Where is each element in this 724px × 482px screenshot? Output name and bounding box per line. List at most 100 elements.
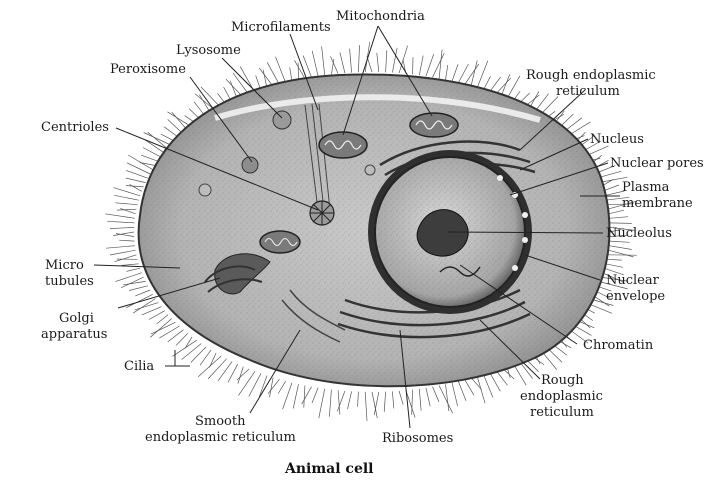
label-rough-er-bottom-1: Rough xyxy=(541,373,584,388)
cilium xyxy=(199,349,212,366)
cilium xyxy=(330,56,339,74)
cilium xyxy=(457,63,469,84)
cilium xyxy=(482,373,494,398)
cilium xyxy=(114,254,137,263)
cilium xyxy=(376,52,380,73)
label-plasma-membrane-2: membrane xyxy=(622,196,693,211)
cilium xyxy=(432,52,445,78)
vesicle xyxy=(198,183,212,197)
cilium xyxy=(600,276,628,282)
label-peroxisome: Peroxisome xyxy=(110,62,186,77)
cilium xyxy=(476,60,489,89)
cilium xyxy=(115,233,135,237)
label-chromatin: Chromatin xyxy=(583,338,654,353)
cilium xyxy=(357,391,359,407)
cilium xyxy=(301,386,312,405)
cilium xyxy=(156,314,169,325)
cilium xyxy=(608,249,634,258)
cilium xyxy=(129,184,142,192)
golgi-apparatus xyxy=(204,253,271,295)
cilium xyxy=(311,50,319,77)
cilium xyxy=(190,346,207,363)
cilium xyxy=(602,272,625,283)
cilium xyxy=(105,245,135,249)
cilium xyxy=(143,132,172,146)
cilium xyxy=(425,387,431,407)
cilium xyxy=(133,298,156,314)
cilium xyxy=(451,382,458,406)
cilium xyxy=(227,363,239,383)
cilium xyxy=(175,333,189,346)
cilium xyxy=(607,200,637,210)
cilia-fringe xyxy=(105,41,638,422)
cilium xyxy=(207,358,227,380)
label-rough-er-top-2: reticulum xyxy=(556,84,620,99)
cilium xyxy=(269,377,274,398)
nucleolus xyxy=(416,209,469,257)
cilium xyxy=(470,60,478,87)
cilium xyxy=(608,209,625,215)
mitochondrion xyxy=(409,112,459,138)
vesicle xyxy=(364,164,376,176)
cilium xyxy=(282,382,293,410)
cilium xyxy=(232,72,250,96)
cilium xyxy=(349,48,352,73)
cilium xyxy=(603,267,624,276)
label-mitochondria: Mitochondria xyxy=(336,9,425,24)
cilium xyxy=(121,263,139,266)
cilium xyxy=(432,386,440,402)
cilium xyxy=(159,325,180,339)
cilium xyxy=(129,285,148,291)
cilium xyxy=(113,187,141,197)
label-microfilaments: Microfilaments xyxy=(231,20,331,35)
cilium xyxy=(126,162,151,175)
cilium xyxy=(392,47,398,73)
cilium xyxy=(266,62,280,85)
label-nuclear-envelope-1: Nuclear xyxy=(606,273,660,288)
cilium xyxy=(318,388,326,419)
cilium xyxy=(339,52,346,74)
cilium xyxy=(609,240,630,243)
cilium xyxy=(337,390,341,415)
cilium xyxy=(147,132,169,150)
membrane-highlight xyxy=(214,94,541,123)
cilium xyxy=(172,339,197,357)
cilium xyxy=(277,380,286,394)
cilium xyxy=(303,385,306,408)
cilium xyxy=(289,67,293,82)
cilium xyxy=(605,196,630,201)
cilium xyxy=(383,391,386,412)
cilium xyxy=(209,352,217,368)
microfilaments xyxy=(304,103,331,211)
cilium xyxy=(119,239,135,242)
cilium xyxy=(385,50,388,73)
label-ribosomes: Ribosomes xyxy=(382,431,453,446)
cilium xyxy=(134,302,159,311)
cilium xyxy=(347,391,352,410)
cilium xyxy=(217,361,233,382)
cilium xyxy=(609,222,632,224)
cilium xyxy=(236,368,250,381)
label-golgi-1: Golgi xyxy=(59,311,94,326)
cilium xyxy=(113,231,135,236)
cilium xyxy=(451,64,459,82)
cilium xyxy=(405,390,416,418)
cilium xyxy=(606,203,635,206)
cilium xyxy=(181,343,202,360)
cilium xyxy=(398,390,404,405)
cilium xyxy=(115,202,138,206)
cilium xyxy=(331,58,335,75)
cilium xyxy=(123,281,146,286)
label-nuclear-envelope-2: envelope xyxy=(606,289,665,304)
cilium xyxy=(140,154,159,162)
cilium xyxy=(398,45,408,74)
cilium xyxy=(609,234,628,237)
cilium xyxy=(150,321,176,335)
cilium xyxy=(125,177,146,183)
cilium xyxy=(425,54,435,77)
cilium xyxy=(321,46,326,76)
cilium xyxy=(167,111,193,128)
cilium xyxy=(141,306,162,316)
cilium xyxy=(267,379,280,394)
